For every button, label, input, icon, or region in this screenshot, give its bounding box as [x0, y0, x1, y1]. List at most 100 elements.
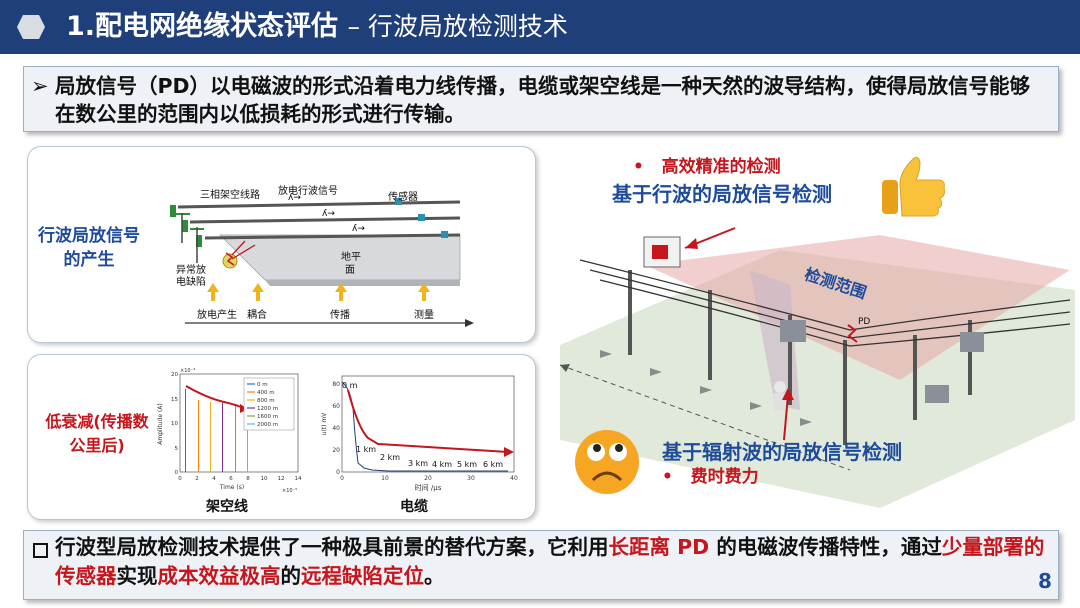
y-axis-label: Amplitude (A): [157, 403, 164, 444]
bullet-laborious-text: 费时费力: [691, 467, 759, 487]
stage-discharge: 放电产生: [197, 306, 237, 321]
transformer-2: [960, 332, 984, 352]
panel2-label-line2: 公里后): [33, 434, 161, 458]
overhead-line-chart: 0 m 400 m 800 m 1200 m 1600 m 2000 m 0 5…: [152, 364, 312, 500]
svg-text:80: 80: [332, 381, 340, 388]
line-sensor-device: [652, 245, 668, 259]
svg-text:15: 15: [171, 397, 178, 403]
svg-text:60: 60: [332, 403, 340, 410]
svg-text:0: 0: [178, 476, 182, 482]
title-main: 1.配电网绝缘状态评估: [66, 11, 338, 42]
y-axis-label: u(t) mV: [321, 412, 328, 436]
page-number: 8: [1038, 569, 1052, 593]
svg-text:14: 14: [295, 476, 302, 482]
svg-text:20: 20: [171, 372, 178, 378]
worker-head: [774, 381, 786, 393]
svg-text:40: 40: [510, 475, 518, 482]
x-axis-label: Time (s): [219, 484, 244, 491]
svg-text:4 km: 4 km: [432, 460, 452, 469]
thumbs-up-icon: [882, 157, 945, 216]
cable-chart: 0 m 1 km 2 km 3 km 4 km 5 km 6 km 0 20 4…: [318, 368, 524, 496]
worried-face-icon: [575, 430, 639, 494]
legend-1200m: 1200 m: [257, 406, 278, 412]
svg-text:4: 4: [212, 476, 216, 482]
svg-text:8: 8: [246, 476, 250, 482]
caption-overhead: 架空线: [206, 496, 248, 516]
svg-text:5 km: 5 km: [457, 460, 477, 469]
distance-labels: 0 m 1 km 2 km 3 km 4 km 5 km 6 km: [342, 381, 503, 469]
transformer-1: [780, 320, 806, 342]
legend-400m: 400 m: [257, 390, 275, 396]
page-title: 1.配电网绝缘状态评估 – 行波局放检测技术: [66, 9, 568, 45]
stage-measurement: 测量: [414, 306, 434, 321]
red-dot-icon: •: [633, 157, 662, 177]
svg-text:5: 5: [175, 446, 179, 452]
decay-waveform: [342, 382, 508, 471]
svg-text:3 km: 3 km: [408, 459, 428, 468]
conclusion-text: 行波型局放检测技术提供了一种极具前景的替代方案，它利用长距离 PD 的电磁波传播…: [55, 533, 1050, 591]
pulse-400m: [198, 400, 199, 472]
legend-1600m: 1600 m: [257, 414, 278, 420]
pulse-1600m: [235, 404, 236, 472]
title-sub: – 行波局放检测技术: [347, 12, 567, 41]
attenuation-arrow: [348, 390, 508, 452]
x-exponent: ×10⁻⁵: [282, 488, 297, 494]
timeline-arrowhead: [465, 319, 474, 327]
caption-cable: 电缆: [400, 496, 428, 516]
panel2-label-line1: 低衰减(传播数: [33, 410, 161, 434]
label-ground-2: 面: [345, 261, 355, 276]
label-overhead-line: 三相架空线路: [200, 186, 260, 201]
pulse-0m: [185, 389, 186, 472]
label-defect-2: 电缺陷: [176, 273, 206, 288]
pulse-lines: [185, 389, 248, 472]
sensor-3: [441, 231, 448, 238]
square-bullet-icon: [33, 543, 48, 558]
svg-text:10: 10: [381, 475, 389, 482]
svg-text:40: 40: [332, 425, 340, 432]
transformer-3: [925, 385, 949, 403]
svg-text:6 km: 6 km: [483, 460, 503, 469]
red-dot-icon: •: [662, 467, 691, 487]
legend-0m: 0 m: [257, 382, 268, 388]
ground-plane-edge: [265, 280, 460, 286]
highlight-remote-location: 远程缺陷定位: [301, 564, 424, 588]
svg-text:2: 2: [195, 476, 199, 482]
bullet-efficient-text: 高效精准的检测: [662, 157, 781, 177]
legend-800m: 800 m: [257, 398, 275, 404]
svg-text:2 km: 2 km: [380, 453, 400, 462]
arrow-bullet-icon: ➢: [31, 74, 49, 98]
label-pd: PD: [858, 317, 870, 327]
stage-coupling: 耦合: [247, 306, 267, 321]
highlight-long-distance-pd: 长距离 PD: [609, 535, 710, 559]
y-ticks: 0 20 40 60 80: [332, 381, 340, 476]
y-ticks: 0 5 10 15 20: [171, 372, 179, 476]
legend-2000m: 2000 m: [257, 422, 278, 428]
decay-trend-arrow: [186, 386, 242, 408]
svg-text:1 km: 1 km: [356, 445, 376, 454]
hexagon-icon: [16, 14, 46, 40]
svg-text:20: 20: [332, 447, 340, 454]
stage-propagation: 传播: [330, 306, 350, 321]
wave-symbol-3: ʎ→: [352, 224, 365, 234]
insulators: [170, 205, 204, 247]
panel2-label: 低衰减(传播数 公里后): [33, 410, 161, 458]
sensor-pointer-arrowhead: [685, 238, 698, 249]
svg-text:0 m: 0 m: [342, 381, 358, 390]
sensor-2: [418, 214, 425, 221]
svg-text:20: 20: [424, 475, 432, 482]
label-sensor: 传感器: [388, 188, 418, 203]
svg-text:6: 6: [229, 476, 233, 482]
pulse-1200m: [222, 403, 223, 472]
label-traveling-wave: 放电行波信号: [278, 182, 338, 197]
panel1-label: 行波局放信号 的产生: [37, 224, 141, 272]
x-axis-label: 时间 /μs: [415, 483, 442, 492]
plot-frame: [342, 376, 514, 472]
pulse-800m: [210, 402, 211, 472]
ground-plane: [220, 235, 460, 280]
wave-symbol-2: ʎ→: [322, 209, 335, 219]
svg-text:10: 10: [261, 476, 268, 482]
x-ticks: 0 2 4 6 8 10 12 14: [178, 476, 302, 482]
attenuation-arrowhead: [504, 447, 514, 457]
title-radiation-detection: 基于辐射波的局放信号检测: [662, 436, 902, 465]
bullet-laborious: • 费时费力: [662, 462, 759, 487]
